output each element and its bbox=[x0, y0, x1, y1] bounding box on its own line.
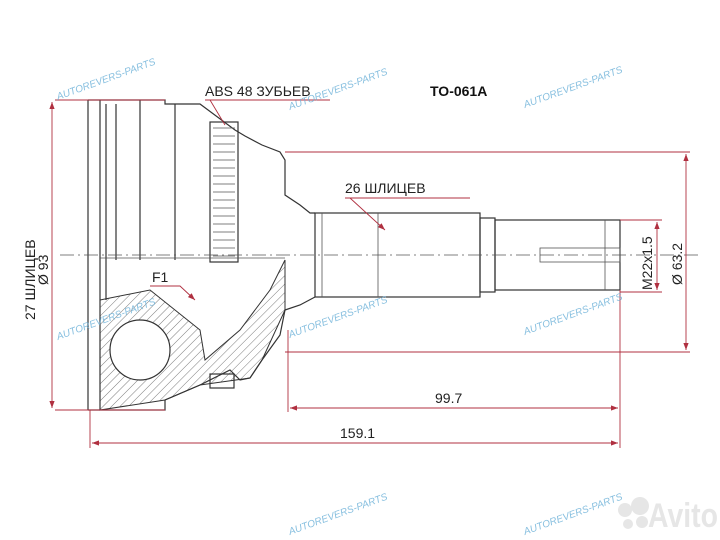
thread-label: M22x1.5 bbox=[639, 236, 655, 290]
shaft bbox=[60, 212, 700, 298]
outer-housing bbox=[87, 99, 316, 411]
part-number: TO-061A bbox=[430, 83, 487, 99]
length-total-label: 159.1 bbox=[340, 425, 375, 441]
watermark: AUTOREVERS-PARTS bbox=[286, 492, 389, 539]
watermark: AUTOREVERS-PARTS bbox=[521, 65, 624, 112]
dimensions bbox=[49, 99, 690, 448]
abs-teeth-label: ABS 48 ЗУБЬЕВ bbox=[205, 83, 311, 99]
avito-text: Avito bbox=[648, 497, 718, 535]
watermark: AUTOREVERS-PARTS bbox=[521, 292, 624, 339]
watermark: AUTOREVERS-PARTS bbox=[521, 492, 624, 539]
watermark: AUTOREVERS-PARTS bbox=[54, 57, 157, 104]
ball bbox=[109, 319, 171, 381]
outer-diameter-label: Ø 93 bbox=[35, 254, 51, 285]
avito-logo: Avito bbox=[618, 497, 718, 535]
outer-splines-label: 27 ШЛИЦЕВ bbox=[22, 239, 38, 320]
length-shaft-label: 99.7 bbox=[435, 390, 462, 406]
abs-teeth bbox=[213, 127, 235, 257]
watermark: AUTOREVERS-PARTS bbox=[286, 295, 389, 342]
f1-label: F1 bbox=[152, 269, 169, 285]
shaft-diameter-label: Ø 63.2 bbox=[669, 243, 685, 285]
shaft-splines-label: 26 ШЛИЦЕВ bbox=[345, 180, 426, 196]
